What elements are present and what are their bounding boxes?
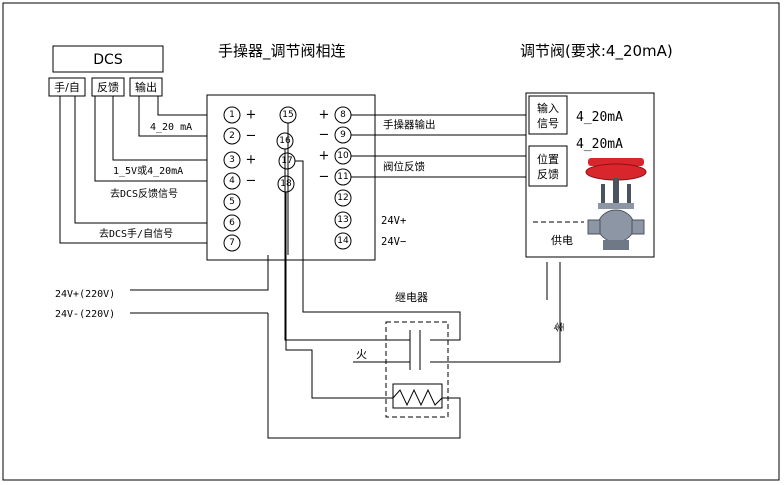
- terminal-4: 4: [229, 176, 235, 186]
- left-title: 手操器_调节阀相连: [218, 42, 346, 61]
- neutral-label: 零: [552, 322, 564, 332]
- label-valve-feedback: 阀位反馈: [383, 160, 425, 173]
- valve-input-line2: 信号: [537, 117, 559, 130]
- sign-9-minus: −: [319, 128, 330, 143]
- middle-terminals: 15 16 17 18: [276, 106, 297, 193]
- dcs-box: [52, 45, 164, 73]
- relay-coil: [392, 388, 461, 407]
- terminal-5: 5: [229, 197, 235, 207]
- relay-label: 继电器: [395, 291, 428, 304]
- label-power-minus: 24V-(220V): [55, 309, 115, 320]
- wire-manual-7: [59, 96, 220, 244]
- sign-11-minus: −: [319, 170, 330, 185]
- terminal-16: 16: [279, 136, 291, 146]
- label-hand-output: 手操器输出: [383, 118, 436, 131]
- relay-live-label: 火: [356, 348, 367, 361]
- right-title: 调节阀(要求:4_20mA): [520, 42, 673, 61]
- valve-feedback-line2: 反馈: [537, 168, 559, 181]
- sign-8-plus: +: [319, 108, 330, 123]
- wire-output-1: [157, 96, 220, 116]
- wire-output-2: [138, 96, 220, 137]
- terminal-13: 13: [337, 215, 348, 225]
- valve-input-value: 4_20mA: [576, 110, 623, 125]
- relay-box: [385, 321, 449, 418]
- control-valve-image: [584, 152, 652, 255]
- dcs-port-feedback-label: 反馈: [97, 81, 119, 94]
- label-feedback-signal: 1_5V或4_20mA: [113, 165, 183, 177]
- label-manual-dest: 去DCS手/自信号: [99, 227, 173, 240]
- terminal-14: 14: [337, 236, 349, 246]
- terminal-12: 12: [337, 193, 348, 203]
- wire-feedback-3: [112, 96, 220, 161]
- valve-feedback-box: [528, 145, 568, 187]
- label-feedback-dest: 去DCS反馈信号: [110, 187, 178, 200]
- terminal-15: 15: [282, 110, 293, 120]
- dcs-label: DCS: [93, 52, 123, 68]
- dcs-port-manual-label: 手/自: [54, 80, 80, 94]
- valve-power-label: 供电: [551, 233, 573, 247]
- label-output-signal: 4_20 mA: [150, 122, 192, 133]
- valve-input-box: [528, 95, 568, 135]
- wire-feedback-4: [94, 96, 220, 182]
- terminal-17: 17: [281, 156, 292, 166]
- wire-16-relay: [284, 149, 410, 341]
- wire-power-plus: [130, 255, 269, 291]
- terminal-6: 6: [229, 218, 235, 228]
- left-terminals: 1 2 3 4 5 6 7 + − + −: [223, 106, 257, 252]
- dcs-port-feedback: [91, 77, 125, 97]
- dcs-port-output-label: 输出: [135, 80, 157, 94]
- label-24v-plus: 24V+: [381, 215, 406, 227]
- label-24v-minus: 24V−: [381, 236, 406, 248]
- valve-feedback-value: 4_20mA: [576, 137, 623, 152]
- right-terminals: 8 9 10 11 12 13 14 + − + −: [319, 106, 352, 250]
- terminal-8: 8: [340, 110, 346, 120]
- terminal-3: 3: [229, 155, 235, 165]
- dcs-port-output: [129, 77, 163, 97]
- sign-10-plus: +: [319, 149, 330, 164]
- terminal-1: 1: [229, 110, 235, 120]
- valve-input-line1: 输入: [537, 101, 559, 115]
- terminal-18: 18: [280, 179, 292, 189]
- wire-power-minus: [267, 313, 461, 439]
- wire-valve-supply: [430, 262, 561, 363]
- sign-1-plus: +: [246, 108, 257, 123]
- valve-feedback-line1: 位置: [537, 152, 559, 166]
- terminal-10: 10: [337, 151, 349, 161]
- sign-3-plus: +: [246, 153, 257, 168]
- terminal-7: 7: [229, 238, 235, 248]
- dcs-port-manual: [48, 77, 86, 97]
- label-power-plus: 24V+(220V): [55, 289, 115, 300]
- relay-coil-frame: [392, 383, 443, 409]
- wire-manual-6: [74, 96, 220, 224]
- wire-18-coil: [285, 192, 393, 399]
- sign-2-minus: −: [246, 129, 257, 144]
- terminal-9: 9: [340, 130, 346, 140]
- sign-4-minus: −: [246, 174, 257, 189]
- terminal-11: 11: [337, 172, 348, 182]
- wire-17-relay: [295, 160, 461, 341]
- terminal-2: 2: [229, 131, 235, 141]
